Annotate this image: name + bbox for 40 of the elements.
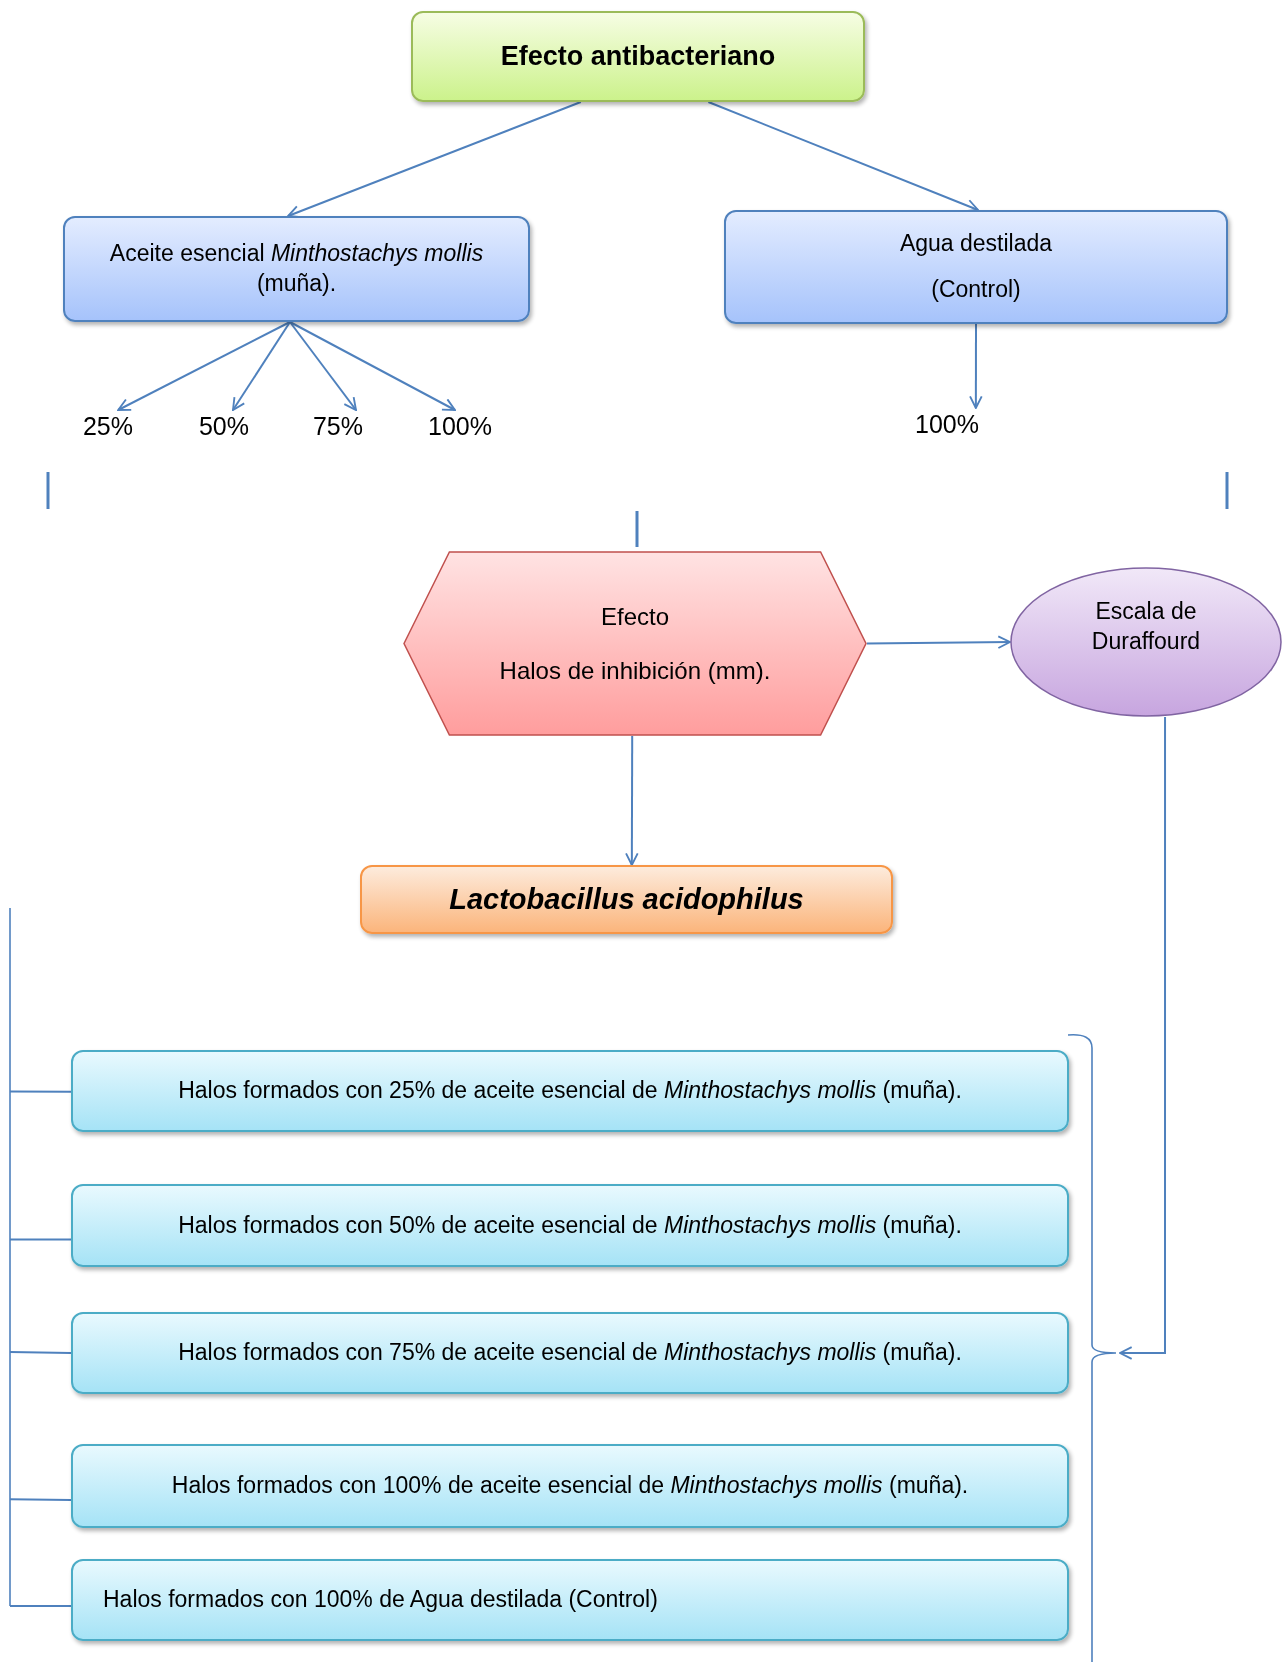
node-text: Lactobacillus acidophilus (449, 881, 804, 917)
arrow (969, 323, 983, 409)
result-box (71, 1312, 1069, 1394)
node-text: Escala de Duraffourd (1090, 597, 1202, 656)
node-text: Halos formados con 25% de aceite esencial de Minthostachys mollis (muña). (178, 1076, 962, 1106)
node-text: Halos de inhibición (mm). (499, 655, 771, 686)
bracket-line (6, 908, 14, 1606)
node-text: Efecto (600, 602, 669, 633)
arrow (625, 735, 639, 866)
arrow (232, 321, 291, 411)
node-text: 25% (82, 410, 133, 442)
node-text: (Control) (931, 275, 1021, 304)
effect-hexagon (403, 551, 867, 736)
process-box (63, 216, 530, 322)
node-text: Halos formados con 100% de aceite esencial de Minthostachys mollis (muña). (171, 1471, 969, 1501)
node-text: Aceite esencial Minthostachys mollis (muña). (108, 239, 485, 298)
result-box (71, 1184, 1069, 1267)
arrow (288, 321, 357, 411)
arrow (117, 321, 291, 411)
node-text: 100% (915, 408, 979, 440)
arrow (288, 321, 456, 411)
node-text: Halos formados con 100% de Agua destilada (Control) (103, 1585, 658, 1615)
node-text: Agua destilada (899, 229, 1053, 259)
arrow (1119, 716, 1167, 1360)
title: Efecto antibacteriano (500, 39, 776, 73)
process-box (724, 210, 1228, 324)
arrow (287, 101, 582, 219)
result-box (71, 1559, 1069, 1641)
result-box (71, 1444, 1069, 1528)
result-box (71, 1050, 1069, 1132)
arrow (866, 635, 1011, 649)
node-text: 100% (428, 410, 492, 442)
node-text: Halos formados con 50% de aceite esencial de Minthostachys mollis (muña). (178, 1210, 962, 1240)
scale-ellipse (1010, 567, 1282, 717)
arrow (707, 101, 979, 212)
node-text: 50% (198, 410, 249, 442)
node-text: 75% (312, 410, 363, 442)
organism-box (360, 865, 893, 934)
node-text: Halos formados con 75% de aceite esencial de Minthostachys mollis (muña). (178, 1338, 962, 1368)
title-box (411, 11, 865, 102)
